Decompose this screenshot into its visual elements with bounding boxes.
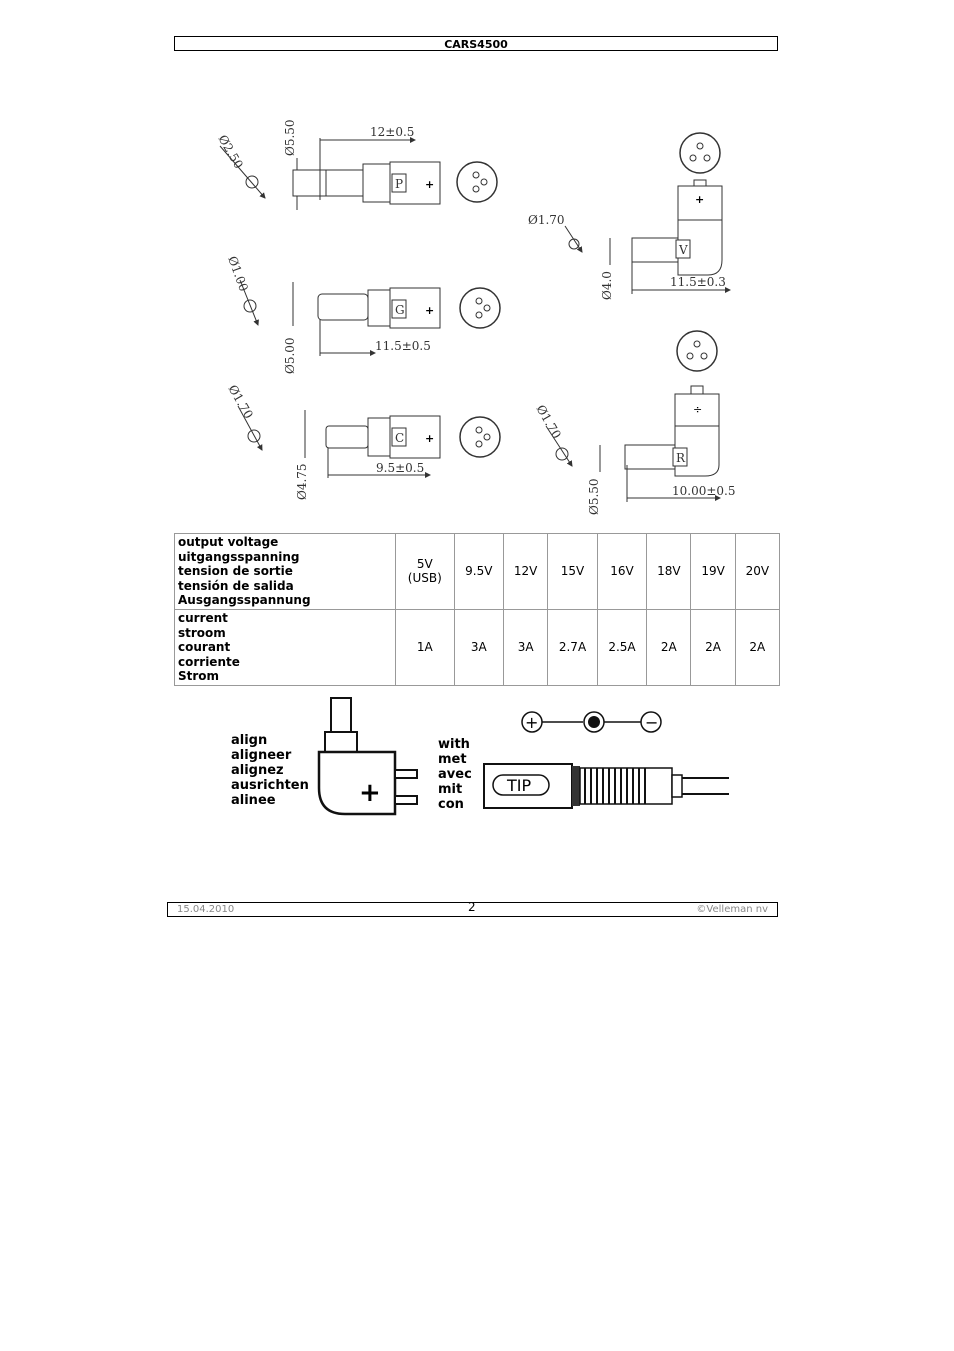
with-word: with [438, 737, 470, 752]
alignment-figure: + + − TIP [317, 697, 729, 816]
plug-p-drawing: Ø2.50 Ø5.50 12±0.5 P + [215, 119, 498, 210]
voltage-cell: 5V (USB) [395, 533, 455, 610]
plug-r-large-diameter: Ø5.50 [587, 478, 601, 515]
negative-symbol: − [645, 713, 658, 732]
current-label: corriente [178, 654, 240, 669]
plug-p-small-diameter: Ø2.50 [215, 133, 245, 172]
align-word: alignez [231, 763, 284, 778]
plug-r-drawing: ÷ R Ø1.70 Ø5.50 10.00±0.5 [533, 330, 736, 515]
plug-v-length: 11.5±0.3 [670, 275, 726, 289]
current-cell: 2.7A [547, 608, 598, 686]
plug-g-polarity: + [425, 304, 434, 317]
voltage-label: tensión de salida [178, 578, 294, 593]
plug-g-letter: G [395, 303, 405, 317]
align-instruction: align aligneer alignez ausrichten alinee [231, 733, 309, 808]
plug-v-letter: V [678, 243, 688, 257]
plug-v-large-diameter: Ø4.0 [600, 271, 614, 300]
current-label: Strom [178, 669, 220, 684]
plug-p-length: 12±0.5 [370, 125, 414, 139]
current-label-cell: current stroom courant corriente Strom [174, 608, 396, 686]
plug-g-drawing: Ø1.00 Ø5.00 11.5±0.5 G + [225, 254, 501, 374]
with-instruction: with met avec mit con [438, 737, 472, 812]
voltage-cell: 19V [690, 533, 736, 610]
plug-drawings: Ø2.50 Ø5.50 12±0.5 P + Ø1.00 Ø5.00 11.5±… [215, 119, 736, 515]
plug-c-length: 9.5±0.5 [376, 461, 424, 475]
plug-c-letter: C [395, 431, 404, 445]
footer-copyright: ©Velleman nv [696, 904, 768, 915]
plug-plus-sign: + [359, 778, 381, 808]
voltage-row: output voltage uitgangsspanning tension … [174, 533, 781, 610]
right-angle-plug-icon: + [317, 697, 418, 816]
current-cell: 2A [646, 608, 692, 686]
voltage-label: uitgangsspanning [178, 549, 300, 564]
plug-p-letter: P [395, 177, 403, 191]
page-header: CARS4500 [174, 36, 778, 51]
plug-g-large-diameter: Ø5.00 [283, 337, 297, 374]
current-cell: 2A [734, 608, 781, 686]
polarity-symbol: + − [521, 711, 662, 733]
positive-symbol: + [525, 713, 538, 732]
current-cell: 3A [453, 608, 505, 686]
document-code: CARS4500 [444, 38, 508, 51]
plug-g-small-diameter: Ø1.00 [225, 254, 251, 293]
with-word: con [438, 797, 464, 812]
plug-p-large-diameter: Ø5.50 [283, 119, 297, 156]
voltage-cell: 9.5V [453, 533, 505, 610]
current-cell: 2A [690, 608, 736, 686]
plug-r-letter: R [676, 451, 686, 465]
plug-g-length: 11.5±0.5 [375, 339, 431, 353]
current-row: current stroom courant corriente Strom 1… [174, 608, 781, 686]
voltage-cell: 16V [596, 533, 648, 610]
current-cell: 2.5A [596, 608, 648, 686]
plug-c-small-diameter: Ø1.70 [225, 383, 255, 422]
plug-v-small-diameter: Ø1.70 [528, 213, 565, 227]
plug-v-drawing: + V Ø1.70 Ø4.0 11.5±0.3 [528, 132, 731, 300]
align-word: ausrichten [231, 778, 309, 793]
voltage-cell: 15V [547, 533, 598, 610]
current-label: stroom [178, 625, 226, 640]
plug-r-small-diameter: Ø1.70 [533, 403, 563, 442]
tip-plug-icon: TIP [483, 763, 729, 809]
align-word: align [231, 733, 268, 748]
plug-r-polarity: ÷ [693, 403, 702, 416]
voltage-cell: 12V [503, 533, 549, 610]
with-word: avec [438, 767, 472, 782]
current-cell: 3A [503, 608, 549, 686]
voltage-label: output voltage [178, 535, 279, 549]
voltage-cell: 20V [734, 533, 781, 610]
with-word: mit [438, 782, 463, 797]
current-cell: 1A [395, 608, 455, 686]
plug-c-drawing: Ø1.70 Ø4.75 9.5±0.5 C + [225, 383, 501, 500]
plug-c-polarity: + [425, 432, 434, 445]
current-label: current [178, 610, 228, 625]
with-word: met [438, 752, 467, 767]
spec-table: output voltage uitgangsspanning tension … [174, 533, 781, 686]
voltage-label-cell: output voltage uitgangsspanning tension … [174, 533, 396, 610]
align-word: aligneer [231, 748, 292, 763]
plug-r-length: 10.00±0.5 [672, 484, 736, 498]
tip-label: TIP [506, 776, 531, 795]
align-word: alinee [231, 793, 276, 808]
voltage-label: tension de sortie [178, 564, 293, 579]
plug-v-polarity: + [695, 193, 704, 206]
page-footer: 15.04.2010 2 ©Velleman nv [167, 900, 778, 917]
footer-date: 15.04.2010 [177, 904, 235, 915]
voltage-label: Ausgangsspannung [178, 593, 311, 608]
plug-p-polarity: + [425, 178, 434, 191]
current-label: courant [178, 640, 231, 655]
voltage-cell: 18V [646, 533, 692, 610]
page-number: 2 [468, 900, 476, 914]
plug-c-large-diameter: Ø4.75 [295, 463, 309, 500]
